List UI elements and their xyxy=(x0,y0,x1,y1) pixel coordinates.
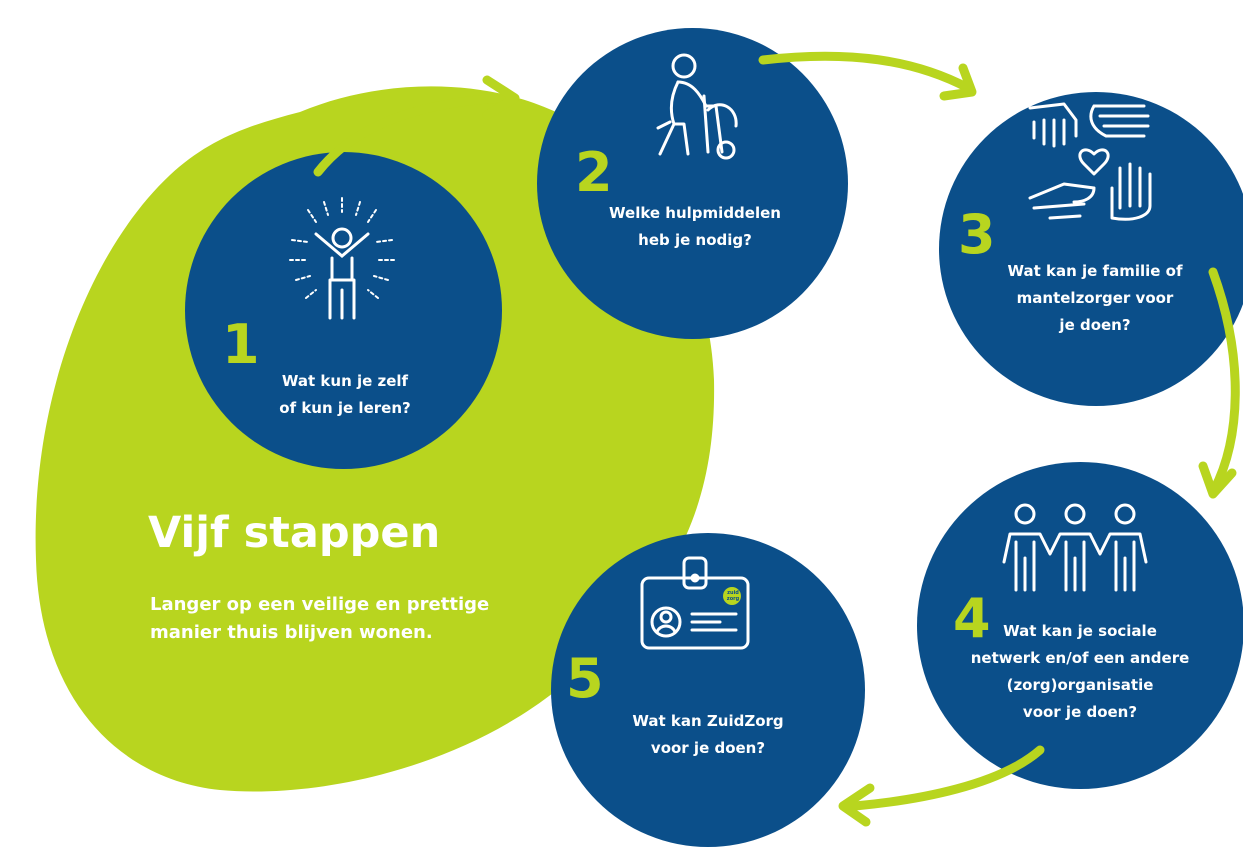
step-5-line-1: Wat kan ZuidZorg xyxy=(632,712,784,730)
id-badge-icon xyxy=(640,556,750,650)
step-1-number: 1 xyxy=(222,313,260,376)
step-4-line-1: Wat kan je sociale xyxy=(1003,622,1157,640)
step-1-line-1: Wat kun je zelf xyxy=(281,372,409,390)
arrow-2-to-3 xyxy=(758,51,977,101)
step-3-line-2: mantelzorger voor xyxy=(1016,289,1174,307)
step-2-line-1: Welke hulpmiddelen xyxy=(609,204,781,222)
step-3-number: 3 xyxy=(958,203,996,266)
step-3-line-3: je doen? xyxy=(1059,316,1131,334)
step-5-number: 5 xyxy=(566,647,604,710)
step-4-text: Wat kan je sociale netwerk en/of een and… xyxy=(955,618,1205,726)
step-2-text: Welke hulpmiddelen heb je nodig? xyxy=(597,200,793,254)
step-1-text: Wat kun je zelf of kun je leren? xyxy=(230,368,460,422)
step-4-number: 4 xyxy=(953,587,991,650)
step-5-text: Wat kan ZuidZorg voor je doen? xyxy=(610,708,806,762)
step-4-line-4: voor je doen? xyxy=(1022,703,1138,721)
step-3-text: Wat kan je familie of mantelzorger voor … xyxy=(990,258,1200,339)
arrow-1-to-2 xyxy=(313,75,520,177)
celebrating-person-icon xyxy=(289,197,395,320)
step-2-circle xyxy=(537,28,848,339)
step-2-line-2: heb je nodig? xyxy=(638,231,752,249)
step-4-circle xyxy=(917,462,1243,789)
helping-hands-heart-icon xyxy=(1028,102,1152,221)
linked-people-icon xyxy=(1002,503,1148,592)
step-1-line-2: of kun je leren? xyxy=(279,399,411,417)
logo-line-2: zorg xyxy=(726,596,740,602)
page-title: Vijf stappen xyxy=(148,508,441,558)
logo-line-1: zuid xyxy=(727,590,739,596)
step-5-line-2: voor je doen? xyxy=(650,739,766,757)
step-3-circle xyxy=(939,92,1243,406)
zuidzorg-logo: zuid zorg xyxy=(724,587,742,608)
walker-person-icon xyxy=(656,53,738,160)
step-2-number: 2 xyxy=(575,141,613,204)
step-5-circle xyxy=(551,533,865,847)
subtitle-line-1: Langer op een veilige en prettige xyxy=(150,594,490,615)
subtitle: Langer op een veilige en prettige manier… xyxy=(150,591,489,647)
arrow-3-to-4 xyxy=(1198,267,1240,499)
step-3-line-1: Wat kan je familie of xyxy=(1007,262,1183,280)
step-4-line-3: (zorg)organisatie xyxy=(1006,676,1154,694)
arrow-4-to-5 xyxy=(838,745,1045,827)
subtitle-line-2: manier thuis blijven wonen. xyxy=(150,622,433,643)
step-4-line-2: netwerk en/of een andere xyxy=(970,649,1190,667)
